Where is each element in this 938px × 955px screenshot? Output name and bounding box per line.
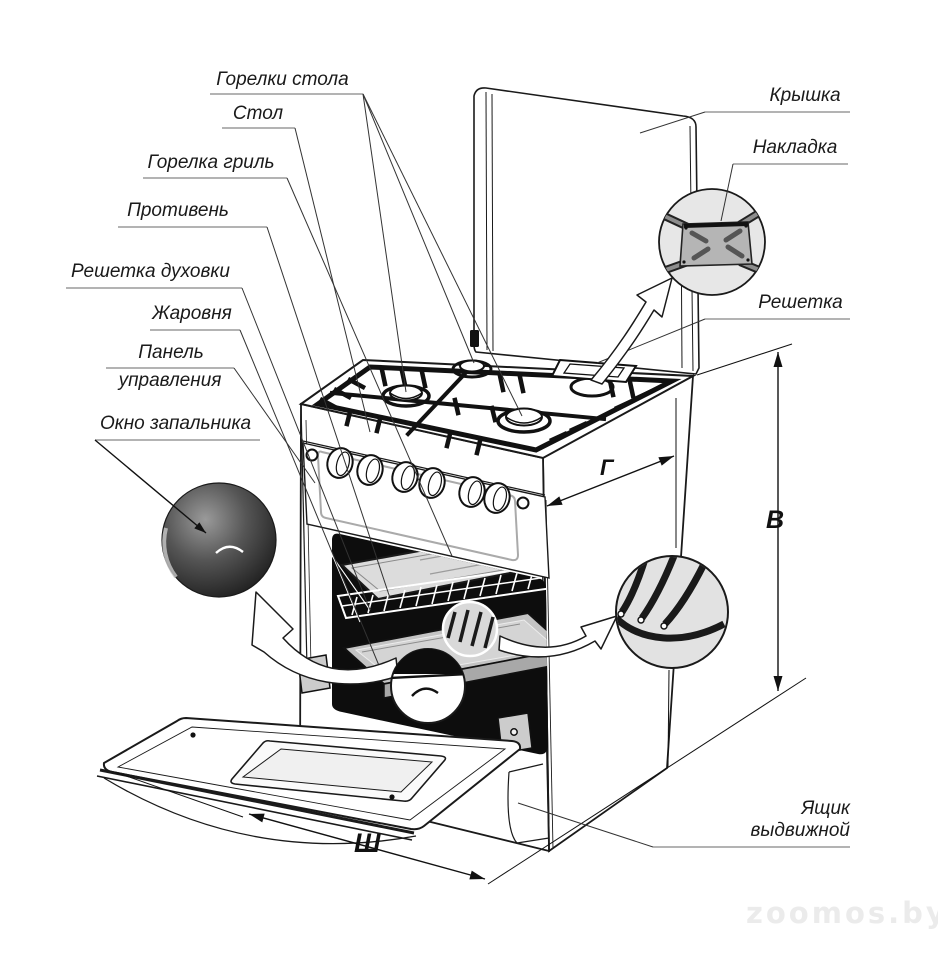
label-grate: Решетка	[758, 292, 843, 313]
label-lid: Крышка	[769, 85, 841, 106]
dimension-depth-line	[546, 455, 675, 507]
inset-circle-rack-detail	[615, 555, 729, 669]
label-oven-rack: Решетка духовки	[71, 261, 230, 282]
label-baking-tray: Противень	[127, 200, 229, 221]
dimension-depth-label: Г	[600, 455, 614, 480]
label-trim-plate: Накладка	[752, 137, 838, 158]
label-control-panel-1: Панель	[138, 342, 204, 363]
lid-hinge-pin	[470, 330, 479, 347]
magnifier-circle-rack	[441, 600, 499, 658]
inset-circle-igniter-window	[94, 439, 277, 598]
control-knobs	[326, 447, 511, 514]
label-control-panel-2: управления	[118, 370, 222, 391]
dimension-height-label: В	[766, 506, 785, 534]
label-table: Стол	[232, 103, 284, 124]
light-button	[516, 496, 530, 510]
dimension-lines	[114, 343, 807, 885]
label-roasting-pan: Жаровня	[152, 303, 232, 324]
label-burners: Горелки стола	[216, 69, 349, 90]
inset-circle-trim-plate	[658, 163, 766, 296]
control-panel	[302, 442, 550, 579]
arrow-to-trim-inset	[590, 277, 673, 385]
door-screw	[389, 794, 395, 800]
dimension-width-line	[248, 813, 486, 880]
label-igniter-window: Окно запальника	[99, 413, 252, 434]
cooktop-grate	[311, 359, 682, 456]
flow-arrows	[251, 277, 673, 685]
oven-rack	[336, 564, 548, 620]
watermark: zoomos.by	[746, 896, 938, 930]
arrow-to-igniter-inset	[251, 591, 399, 685]
label-drawer-2: выдвижной	[750, 820, 850, 841]
arrow-to-rack-inset	[498, 615, 618, 658]
label-drawer-1: Ящик	[801, 798, 850, 819]
label-underlines	[66, 93, 850, 848]
drawer-front	[507, 763, 550, 844]
door-window	[230, 739, 447, 802]
burner-caps	[389, 359, 543, 427]
dimension-width-label: Ш	[354, 828, 381, 858]
door-screw	[190, 732, 196, 738]
label-grill-burner: Горелка гриль	[147, 152, 275, 173]
